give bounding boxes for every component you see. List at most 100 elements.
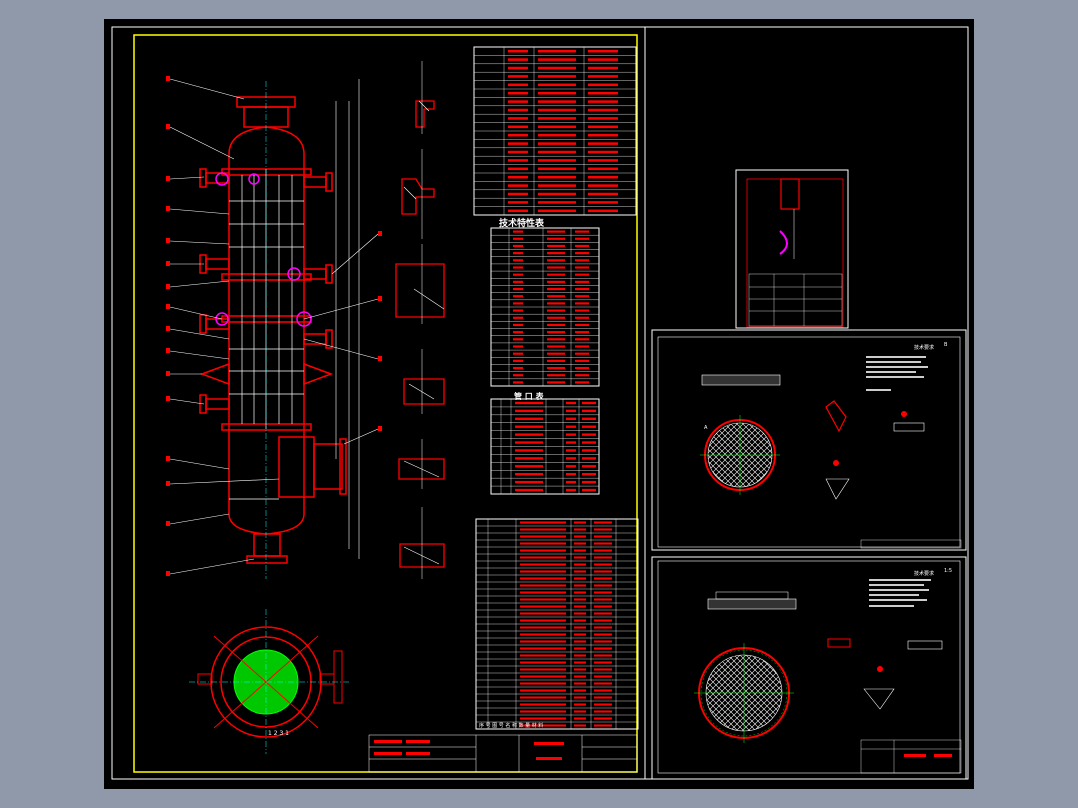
table-cell-text bbox=[547, 280, 565, 283]
table-cell-text bbox=[594, 696, 612, 699]
table-cell-text bbox=[574, 549, 586, 552]
table-cell-text bbox=[520, 626, 566, 629]
table-cell-text bbox=[588, 133, 618, 137]
table-cell-text bbox=[508, 150, 528, 154]
table-cell-text bbox=[520, 640, 566, 643]
table-cell-text bbox=[575, 237, 589, 240]
table-cell-text bbox=[515, 417, 543, 420]
notes-2 bbox=[869, 579, 931, 607]
table-cell-text bbox=[575, 331, 589, 334]
table-cell-text bbox=[520, 703, 566, 706]
tube-sheet-panel-2-frame bbox=[657, 560, 961, 774]
table-cell-text bbox=[594, 626, 612, 629]
table-cell-text bbox=[594, 549, 612, 552]
table-cell-text bbox=[574, 521, 586, 524]
table-cell-text bbox=[508, 75, 528, 78]
table-cell-text bbox=[538, 108, 576, 112]
table-cell-text bbox=[594, 612, 612, 615]
table-cell-text bbox=[566, 480, 576, 484]
table-cell-text bbox=[566, 449, 576, 452]
table-cell-text bbox=[575, 295, 589, 298]
table-cell-text bbox=[508, 125, 528, 129]
table-cell-text bbox=[520, 647, 566, 650]
table-cell-text bbox=[575, 309, 589, 312]
table-cell-text bbox=[574, 724, 586, 727]
table-cell-text bbox=[594, 661, 612, 664]
table-cell-text bbox=[594, 619, 612, 622]
table-cell-text bbox=[513, 352, 523, 355]
table-cell-text bbox=[594, 647, 612, 650]
table-cell-text bbox=[520, 675, 566, 678]
tube-sheet-panel-2 bbox=[651, 556, 967, 780]
table-cell-text bbox=[538, 150, 576, 154]
table-cell-text bbox=[575, 381, 589, 384]
table-cell-text bbox=[538, 167, 576, 171]
tube-sheet-2-drawing bbox=[694, 591, 943, 743]
table-cell-text bbox=[520, 598, 566, 601]
table-cell-text bbox=[574, 556, 586, 559]
table-cell-text bbox=[508, 167, 528, 171]
table-cell-text bbox=[594, 584, 612, 587]
table-cell-text bbox=[508, 192, 528, 196]
table-cell-text bbox=[513, 230, 523, 233]
table-cell-text bbox=[594, 710, 612, 713]
tube-sheet-panel-1-frame bbox=[657, 336, 961, 548]
table-cell-text bbox=[515, 441, 543, 444]
table-cell-text bbox=[538, 49, 576, 53]
table-cell-text bbox=[547, 374, 565, 377]
table-cell-text bbox=[520, 535, 566, 538]
table-cell-text bbox=[513, 345, 523, 348]
table-cell-text bbox=[513, 280, 523, 283]
table-cell-text bbox=[513, 295, 523, 298]
table-cell-text bbox=[588, 108, 618, 112]
table-cell-text bbox=[538, 201, 576, 204]
table-cell-text bbox=[566, 433, 576, 436]
table-cell-text bbox=[574, 633, 586, 636]
table-cell-text bbox=[575, 316, 589, 319]
table-cell-text bbox=[588, 125, 618, 129]
table-cell-text bbox=[566, 465, 576, 468]
table-cell-text bbox=[513, 237, 523, 240]
table-cell-text bbox=[594, 521, 612, 524]
table-cell-text bbox=[520, 542, 566, 545]
notes-heading-1: 技术要求 bbox=[914, 344, 934, 351]
table-cell-text bbox=[538, 209, 576, 213]
table-cell-text bbox=[547, 302, 565, 305]
parts-list-header: 序 号 图 号 名 称 数 量 材 料 bbox=[479, 722, 543, 729]
table-cell-text bbox=[582, 425, 596, 428]
table-cell-text bbox=[547, 366, 565, 370]
table-cell-text bbox=[538, 66, 576, 70]
table-cell-text bbox=[520, 549, 566, 552]
table-cell-text bbox=[574, 710, 586, 713]
table-cell-text bbox=[574, 605, 586, 608]
table-cell-text bbox=[594, 689, 612, 692]
title-block bbox=[368, 734, 638, 773]
table-cell-text bbox=[574, 535, 586, 538]
table-cell-text bbox=[588, 117, 618, 120]
table-cell-text bbox=[513, 244, 523, 248]
table-cell-text bbox=[594, 556, 612, 559]
table-cell-text bbox=[575, 345, 589, 348]
table-cell-text bbox=[538, 125, 576, 129]
table-cell-text bbox=[513, 266, 523, 269]
table-cell-text bbox=[538, 184, 576, 187]
table-cell-text bbox=[520, 563, 566, 566]
table-cell-text bbox=[513, 252, 523, 255]
table-cell-text bbox=[594, 633, 612, 636]
table-cell-text bbox=[575, 338, 589, 341]
table-cell-text bbox=[547, 338, 565, 341]
table-cell-text bbox=[575, 352, 589, 355]
table-cell-text bbox=[508, 83, 528, 87]
table-cell-text bbox=[538, 91, 576, 95]
balloon-markers bbox=[166, 76, 382, 576]
table-cell-text bbox=[515, 480, 543, 484]
table-cell-text bbox=[508, 201, 528, 204]
table-cell-text bbox=[566, 401, 576, 405]
table-cell-text bbox=[520, 528, 566, 531]
table-cell-text bbox=[520, 591, 566, 594]
table-cell-text bbox=[574, 612, 586, 615]
table-cell-text bbox=[515, 457, 543, 460]
table-cell-text bbox=[594, 535, 612, 538]
table-cell-text bbox=[588, 209, 618, 213]
table-cell-text bbox=[547, 237, 565, 240]
